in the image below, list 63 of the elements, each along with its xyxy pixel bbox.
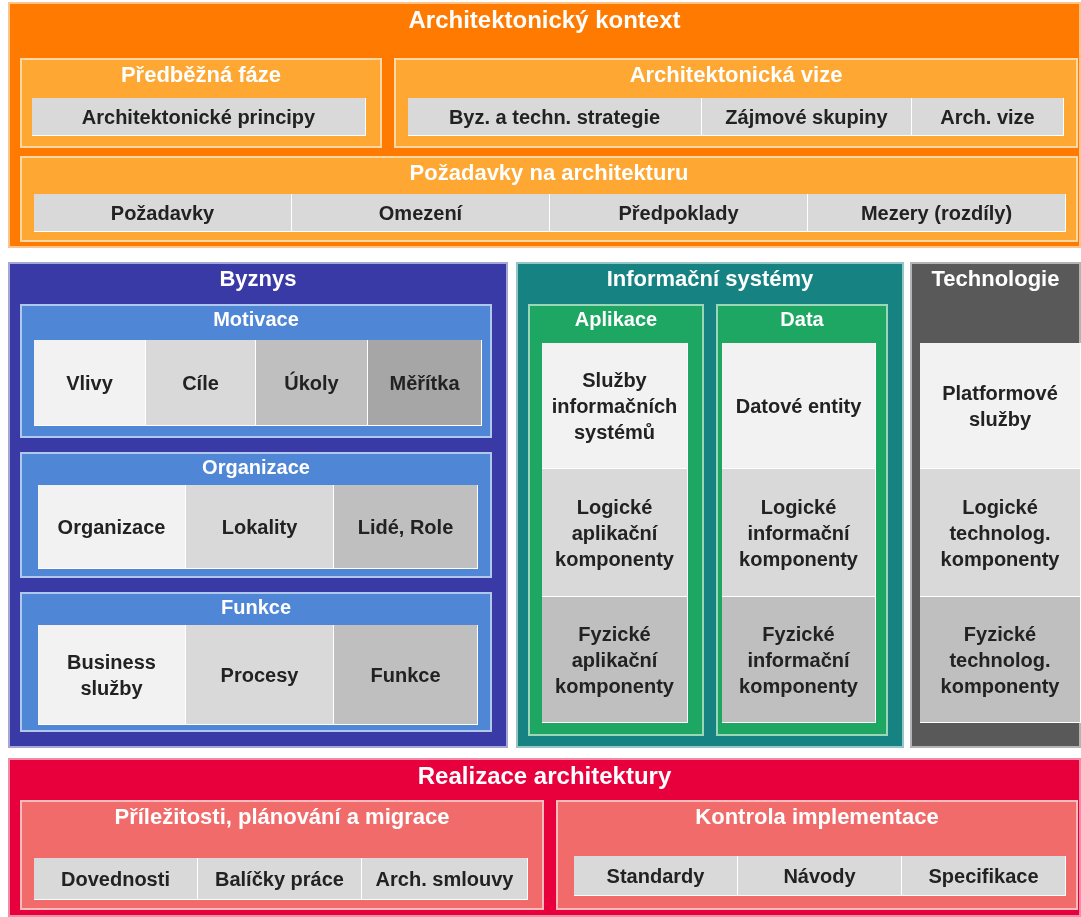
content-cell: Logické technolog. komponenty — [920, 469, 1081, 597]
section-panel — [20, 58, 382, 148]
section-title: Požadavky na architekturu — [408, 160, 690, 186]
section-title: Organizace — [201, 456, 311, 479]
content-cell: Specifikace — [902, 856, 1066, 896]
content-cell: Služby informačních systémů — [542, 343, 688, 469]
section-panel — [8, 262, 508, 748]
content-cell: Logické informační komponenty — [722, 469, 876, 597]
content-cell: Organizace — [38, 485, 186, 569]
section-panel — [8, 758, 1081, 917]
content-cell: Datové entity — [722, 343, 876, 469]
content-cell: Funkce — [334, 625, 478, 725]
content-cell: Mezery (rozdíly) — [808, 194, 1066, 232]
content-cell: Cíle — [146, 340, 256, 426]
section-panel — [20, 156, 1078, 242]
content-cell: Vlivy — [34, 340, 146, 426]
section-panel — [394, 58, 1078, 148]
content-cell: Fyzické informační komponenty — [722, 597, 876, 723]
section-title: Informační systémy — [605, 266, 815, 292]
section-title: Aplikace — [573, 308, 659, 331]
content-cell: Architektonické principy — [32, 98, 366, 136]
content-cell: Fyzické aplikační komponenty — [542, 597, 688, 723]
content-cell: Lidé, Role — [334, 485, 478, 569]
section-title: Realizace architektury — [416, 762, 673, 790]
content-cell: Business služby — [38, 625, 186, 725]
section-title: Motivace — [212, 308, 300, 331]
content-cell: Předpoklady — [550, 194, 808, 232]
content-cell: Požadavky — [34, 194, 292, 232]
section-panel — [8, 2, 1081, 248]
content-cell: Logické aplikační komponenty — [542, 469, 688, 597]
section-panel — [516, 262, 904, 748]
section-title: Kontrola implementace — [694, 804, 940, 830]
section-title: Funkce — [220, 596, 292, 619]
content-cell: Platformové služby — [920, 343, 1081, 469]
section-title: Architektonický kontext — [407, 6, 682, 34]
section-title: Technologie — [930, 266, 1061, 292]
content-cell: Arch. vize — [912, 98, 1064, 136]
content-cell: Měřítka — [368, 340, 482, 426]
section-title: Data — [779, 308, 825, 331]
content-cell: Balíčky práce — [198, 858, 362, 900]
section-panel — [910, 262, 1081, 748]
section-panel — [716, 304, 888, 736]
section-title: Architektonická vize — [628, 62, 844, 88]
section-title: Byznys — [218, 266, 298, 292]
content-cell: Návody — [738, 856, 902, 896]
section-panel — [20, 452, 492, 578]
section-panel — [20, 592, 492, 732]
content-cell: Byz. a techn. strategie — [408, 98, 702, 136]
section-panel — [20, 304, 492, 438]
content-cell: Omezení — [292, 194, 550, 232]
content-cell: Standardy — [574, 856, 738, 896]
content-cell: Dovednosti — [34, 858, 198, 900]
content-cell: Procesy — [186, 625, 334, 725]
section-title: Předběžná fáze — [119, 62, 283, 88]
section-title: Příležitosti, plánování a migrace — [113, 804, 451, 830]
section-panel — [528, 304, 704, 736]
section-panel — [556, 800, 1078, 910]
content-cell: Úkoly — [256, 340, 368, 426]
content-cell: Arch. smlouvy — [362, 858, 528, 900]
content-cell: Zájmové skupiny — [702, 98, 912, 136]
section-panel — [20, 800, 544, 910]
content-cell: Fyzické technolog. komponenty — [920, 597, 1081, 723]
content-cell: Lokality — [186, 485, 334, 569]
